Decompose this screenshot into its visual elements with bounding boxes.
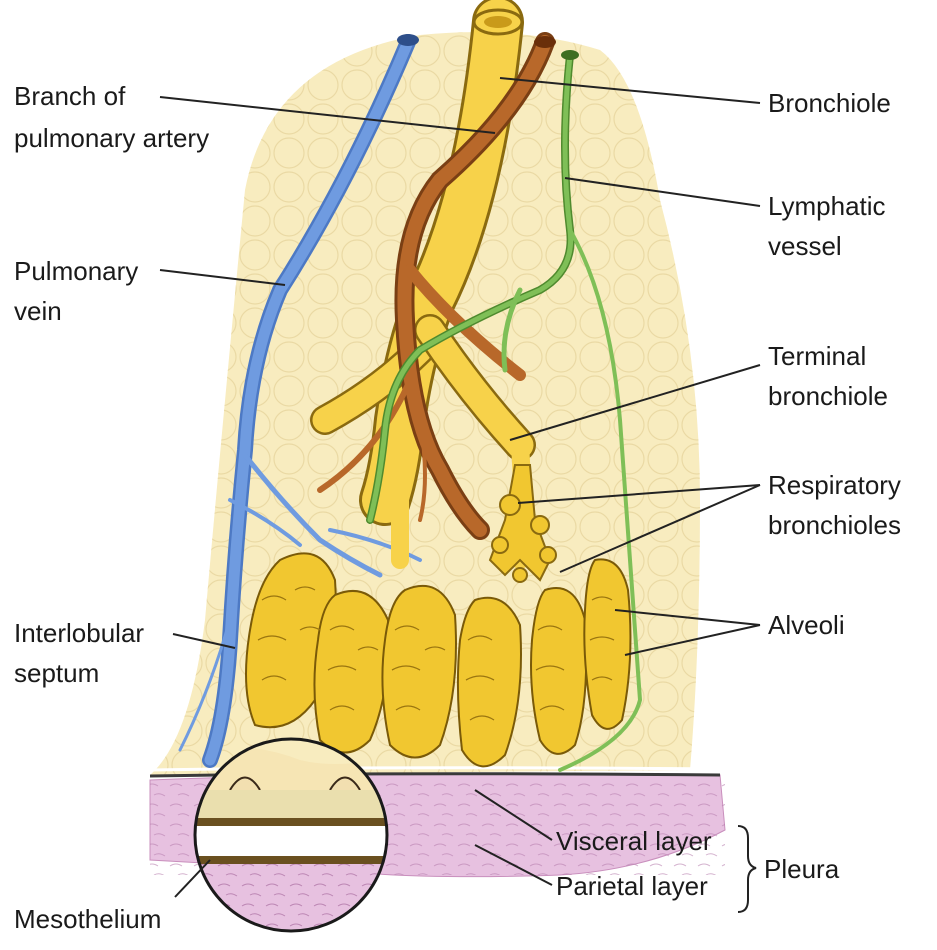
label-lymphatic-vessel-1: Lymphatic bbox=[768, 191, 886, 221]
label-mesothelium: Mesothelium bbox=[14, 904, 161, 934]
pulmonary-vein-opening bbox=[397, 34, 419, 46]
label-respiratory-bronchioles-1: Respiratory bbox=[768, 470, 901, 500]
bronchiole-lumen bbox=[484, 16, 512, 28]
label-interlobular-septum-1: Interlobular bbox=[14, 618, 144, 648]
label-respiratory-bronchioles-2: bronchioles bbox=[768, 510, 901, 540]
label-pulmonary-vein-1: Pulmonary bbox=[14, 256, 138, 286]
alveolar-sac-6 bbox=[584, 559, 630, 729]
label-bronchiole: Bronchiole bbox=[768, 88, 891, 118]
lymphatic-vessel-opening bbox=[561, 50, 579, 60]
label-branch-of-pulmonary-artery-2: pulmonary artery bbox=[14, 123, 209, 153]
alveolar-sac-5 bbox=[531, 588, 586, 754]
label-branch-of-pulmonary-artery-1: Branch of bbox=[14, 81, 126, 111]
pleura-brace bbox=[738, 826, 756, 912]
label-pulmonary-vein-2: vein bbox=[14, 296, 62, 326]
label-interlobular-septum-2: septum bbox=[14, 658, 99, 688]
label-pleura: Pleura bbox=[764, 854, 840, 884]
label-parietal-layer: Parietal layer bbox=[556, 871, 708, 901]
label-alveoli: Alveoli bbox=[768, 610, 845, 640]
label-visceral-layer: Visceral layer bbox=[556, 826, 712, 856]
label-terminal-bronchiole-1: Terminal bbox=[768, 341, 866, 371]
label-lymphatic-vessel-2: vessel bbox=[768, 231, 842, 261]
alveolar-sac-3 bbox=[382, 586, 456, 758]
pulmonary-artery-opening bbox=[534, 36, 556, 48]
label-terminal-bronchiole-2: bronchiole bbox=[768, 381, 888, 411]
